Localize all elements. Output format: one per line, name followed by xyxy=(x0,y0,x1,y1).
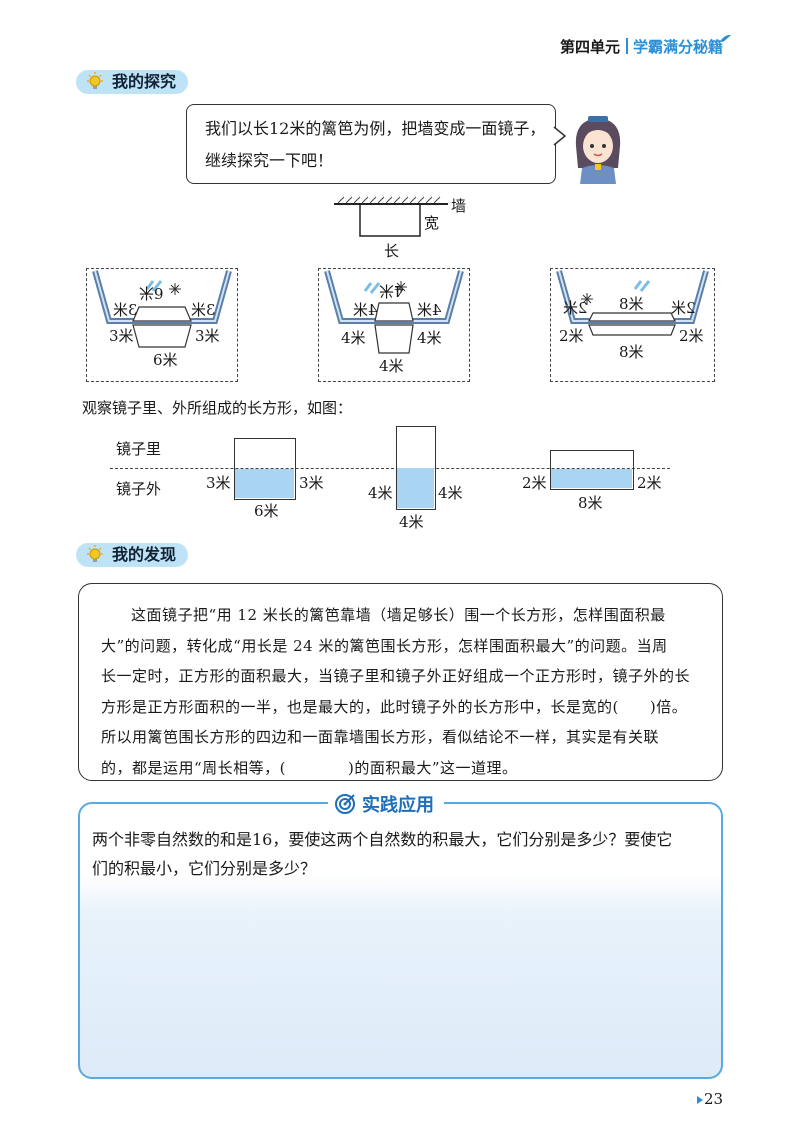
outside-mirror-label: 镜子外 xyxy=(116,480,162,498)
reflect-top-3: 8米 xyxy=(619,295,644,313)
practice-title-rule-right xyxy=(470,802,570,804)
inside-mirror-label: 镜子里 xyxy=(116,440,162,458)
page-number: 23 xyxy=(704,1090,724,1108)
lightbulb-icon xyxy=(87,545,103,562)
practice-label-text: 实践应用 xyxy=(362,795,434,816)
girl-character-icon xyxy=(575,116,621,184)
discovery-section-label: 我的发现 xyxy=(76,543,189,567)
unit-title: 第四单元 xyxy=(560,38,621,56)
discovery-line-5: 所以用篱笆围长方形的四边和一面靠墙围长方形，看似结论不一样，其实是有关联 xyxy=(101,728,660,746)
side-left-1: 3米 xyxy=(109,327,134,345)
length-label: 长 xyxy=(384,242,400,260)
discovery-box: 这面镜子把“用 12 米长的篱笆靠墙（墙足够长）围一个长方形，怎样围面积最 大”… xyxy=(78,583,723,781)
side-right-1: 3米 xyxy=(195,327,220,345)
bubble-line-2: 继续探究一下吧！ xyxy=(205,151,334,170)
mirror-diagram-2: 4米 4米 4米 4米 4米 4米 xyxy=(318,268,470,382)
speech-bubble: 我们以长12米的篱笆为例，把墙变成一面镜子， 继续探究一下吧！ xyxy=(186,104,556,184)
practice-line-1: 两个非零自然数的和是16，要使这两个自然数的积最大，它们分别是多少？要使它 xyxy=(92,830,673,849)
rect1-right: 3米 xyxy=(299,474,324,492)
reflect-left-3: 2米 xyxy=(563,299,588,317)
practice-section-title: 实践应用 xyxy=(328,792,444,816)
practice-question: 两个非零自然数的和是16，要使这两个自然数的积最大，它们分别是多少？要使它 们的… xyxy=(92,825,712,883)
bubble-line-1: 我们以长12米的篱笆为例，把墙变成一面镜子， xyxy=(205,119,546,138)
rect2-bottom: 4米 xyxy=(399,513,424,531)
explore-section-label: 我的探究 xyxy=(76,70,189,94)
wall-fence-diagram xyxy=(334,196,448,237)
mirror-diagram-3: 2米 2米 8米 2米 2米 8米 xyxy=(550,268,715,382)
rect1-bottom: 6米 xyxy=(254,502,279,520)
reflect-left-1: 3米 xyxy=(113,301,138,319)
discovery-line-2: 大”的问题，转化成“用长是 24 米的篱笆围长方形，怎样围面积最大”的问题。当周 xyxy=(101,636,668,655)
rect1-left: 3米 xyxy=(206,474,231,492)
wall-label: 墙 xyxy=(451,197,467,215)
discovery-line-1: 这面镜子把“用 12 米长的篱笆靠墙（墙足够长）围一个长方形，怎样围面积最 xyxy=(131,606,666,624)
outside-fill-1 xyxy=(235,469,294,498)
header-swoosh-icon xyxy=(721,34,731,42)
rect2-left: 4米 xyxy=(368,484,393,502)
mirror-line xyxy=(110,468,670,469)
reflect-right-3: 2米 xyxy=(671,299,696,317)
rect3-left: 2米 xyxy=(522,474,547,492)
bottom-3: 8米 xyxy=(619,343,644,361)
bottom-2: 4米 xyxy=(379,357,404,375)
bubble-tail xyxy=(553,126,567,146)
rect2-right: 4米 xyxy=(438,484,463,502)
header-divider xyxy=(626,38,628,54)
rect3-bottom: 8米 xyxy=(578,494,603,512)
combined-rect-3 xyxy=(550,450,634,490)
discovery-line-6: 的，都是运用“周长相等，( )的面积最大”这一道理。 xyxy=(101,758,518,777)
mirror-diagram-1: 3米 3米 6米 3米 3米 6米 xyxy=(86,268,238,382)
outside-fill-3 xyxy=(551,469,632,488)
combined-rect-1 xyxy=(234,438,296,500)
discovery-line-4: 方形是正方形面积的一半，也是最大的，此时镜子外的长方形中，长是宽的( )倍。 xyxy=(101,697,688,716)
practice-title-rule-left xyxy=(226,802,322,804)
practice-box xyxy=(78,802,723,1079)
side-left-2: 4米 xyxy=(341,329,366,347)
target-icon xyxy=(335,794,355,814)
reflect-left-2: 4米 xyxy=(353,301,378,319)
lightbulb-icon xyxy=(87,72,103,89)
combined-rect-2 xyxy=(396,426,436,510)
reflect-right-2: 4米 xyxy=(417,301,442,319)
side-left-3: 2米 xyxy=(559,327,584,345)
discovery-label-text: 我的发现 xyxy=(112,545,177,564)
width-label: 宽 xyxy=(424,214,440,232)
practice-line-2: 们的积最小，它们分别是多少？ xyxy=(92,859,317,878)
rect3-right: 2米 xyxy=(637,474,662,492)
side-right-3: 2米 xyxy=(679,327,704,345)
explore-label-text: 我的探究 xyxy=(112,72,177,91)
reflect-right-1: 3米 xyxy=(191,301,216,319)
header-subtitle: 学霸满分秘籍 xyxy=(633,38,724,56)
reflect-top-2: 4米 xyxy=(379,282,404,300)
reflect-top-1: 6米 xyxy=(139,284,164,302)
outside-fill-2 xyxy=(397,468,434,508)
page-arrow-icon xyxy=(697,1096,703,1104)
bottom-1: 6米 xyxy=(153,351,178,369)
observe-caption: 观察镜子里、外所组成的长方形，如图： xyxy=(82,399,353,417)
side-right-2: 4米 xyxy=(417,329,442,347)
discovery-line-3: 长一定时，正方形的面积最大，当镜子里和镜子外正好组成一个正方形时，镜子外的长 xyxy=(101,667,691,685)
